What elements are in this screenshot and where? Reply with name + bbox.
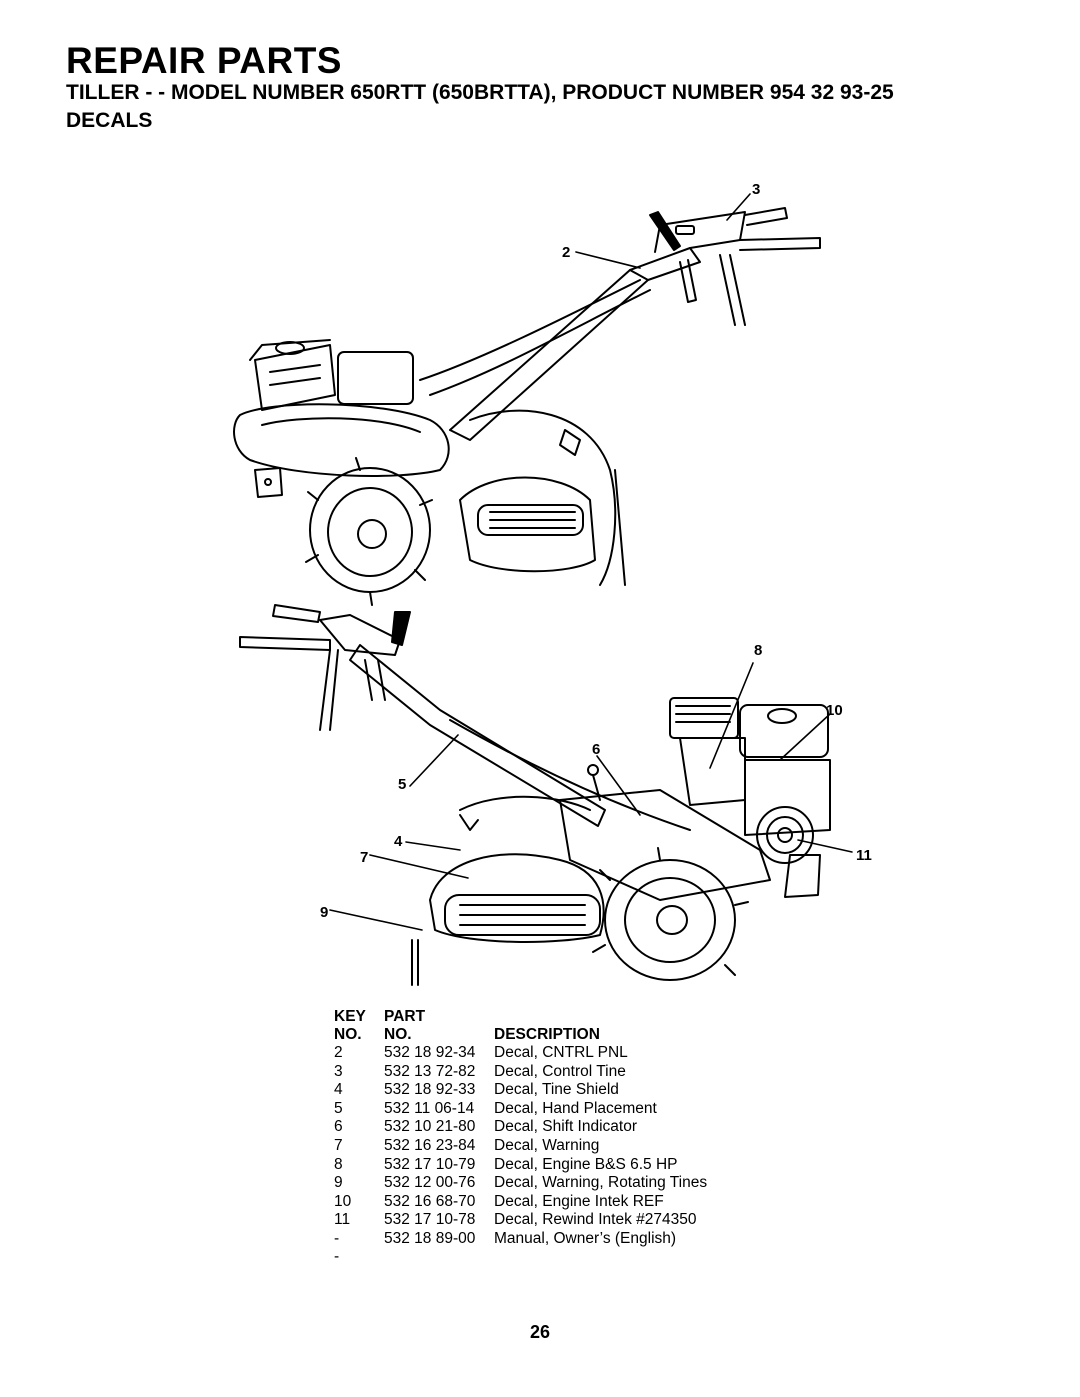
row-key: - - <box>334 1229 340 1265</box>
callout-10: 10 <box>826 702 843 719</box>
callout-6: 6 <box>592 741 600 758</box>
row-description: Decal, CNTRL PNL <box>494 1044 628 1061</box>
row-key: 7 <box>334 1136 343 1154</box>
row-part-number: 532 17 10-78 <box>384 1211 476 1229</box>
row-key: 9 <box>334 1174 343 1192</box>
callout-11: 11 <box>856 847 872 864</box>
upper-tiller-drawing <box>233 207 821 606</box>
callout-4: 4 <box>394 833 403 850</box>
row-key: 5 <box>334 1099 343 1117</box>
row-description: Decal, Engine B&S 6.5 HP <box>494 1155 678 1173</box>
page-subtitle: TILLER - - MODEL NUMBER 650RTT (650BRTTA… <box>66 81 894 104</box>
callout-5: 5 <box>398 776 406 793</box>
row-key: 6 <box>334 1118 343 1136</box>
row-description: Decal, Engine Intek REF <box>494 1192 664 1210</box>
callout-8: 8 <box>754 642 762 659</box>
row-key: 2 <box>334 1044 343 1061</box>
header-key-no: NO. <box>334 1026 362 1043</box>
row-part-number: 532 10 21-80 <box>384 1118 476 1136</box>
page-title: REPAIR PARTS <box>66 40 342 81</box>
callout-3: 3 <box>752 181 760 198</box>
row-part-number: 532 18 92-34 <box>384 1044 476 1061</box>
callout-leaders <box>329 193 853 931</box>
row-description: Manual, Owner’s (English) <box>494 1229 677 1247</box>
row-description: Decal, Control Tine <box>494 1062 626 1080</box>
row-description: Decal, Hand Placement <box>494 1099 657 1117</box>
row-key: 4 <box>334 1081 343 1099</box>
page-number: 26 <box>529 1322 551 1342</box>
row-description: Decal, Warning <box>494 1136 600 1154</box>
callout-9: 9 <box>320 904 328 921</box>
row-part-number: 532 18 89-00 <box>384 1229 476 1247</box>
callout-2: 2 <box>562 244 570 261</box>
header-description: DESCRIPTION <box>494 1026 600 1043</box>
row-part-number: 532 16 68-70 <box>384 1192 476 1210</box>
row-part-number: 532 11 06-14 <box>384 1099 475 1117</box>
row-description: Decal, Warning, Rotating Tines <box>494 1174 708 1192</box>
lower-tiller-drawing <box>239 604 831 986</box>
row-part-number: 532 16 23-84 <box>384 1136 476 1154</box>
row-part-number: 532 18 92-33 <box>384 1081 476 1099</box>
tiller-illustration: 2 3 4 5 6 7 8 9 10 11 <box>233 181 872 986</box>
row-part-number: 532 17 10-79 <box>384 1155 476 1173</box>
row-description: Decal, Rewind Intek #274350 <box>494 1211 697 1229</box>
section-heading: DECALS <box>66 109 153 132</box>
header-key: KEY <box>334 1008 366 1025</box>
row-description: Decal, Shift Indicator <box>494 1118 638 1136</box>
row-part-number: 532 12 00-76 <box>384 1174 476 1192</box>
row-description: Decal, Tine Shield <box>494 1081 619 1099</box>
row-key: 11 <box>334 1211 351 1229</box>
header-part: PART <box>384 1008 426 1025</box>
row-key: 3 <box>334 1062 343 1080</box>
callout-7: 7 <box>360 849 368 866</box>
row-key: 8 <box>334 1155 343 1173</box>
header-part-no: NO. <box>384 1026 412 1043</box>
row-part-number: 532 13 72-82 <box>384 1062 476 1080</box>
row-key: 10 <box>334 1192 352 1210</box>
